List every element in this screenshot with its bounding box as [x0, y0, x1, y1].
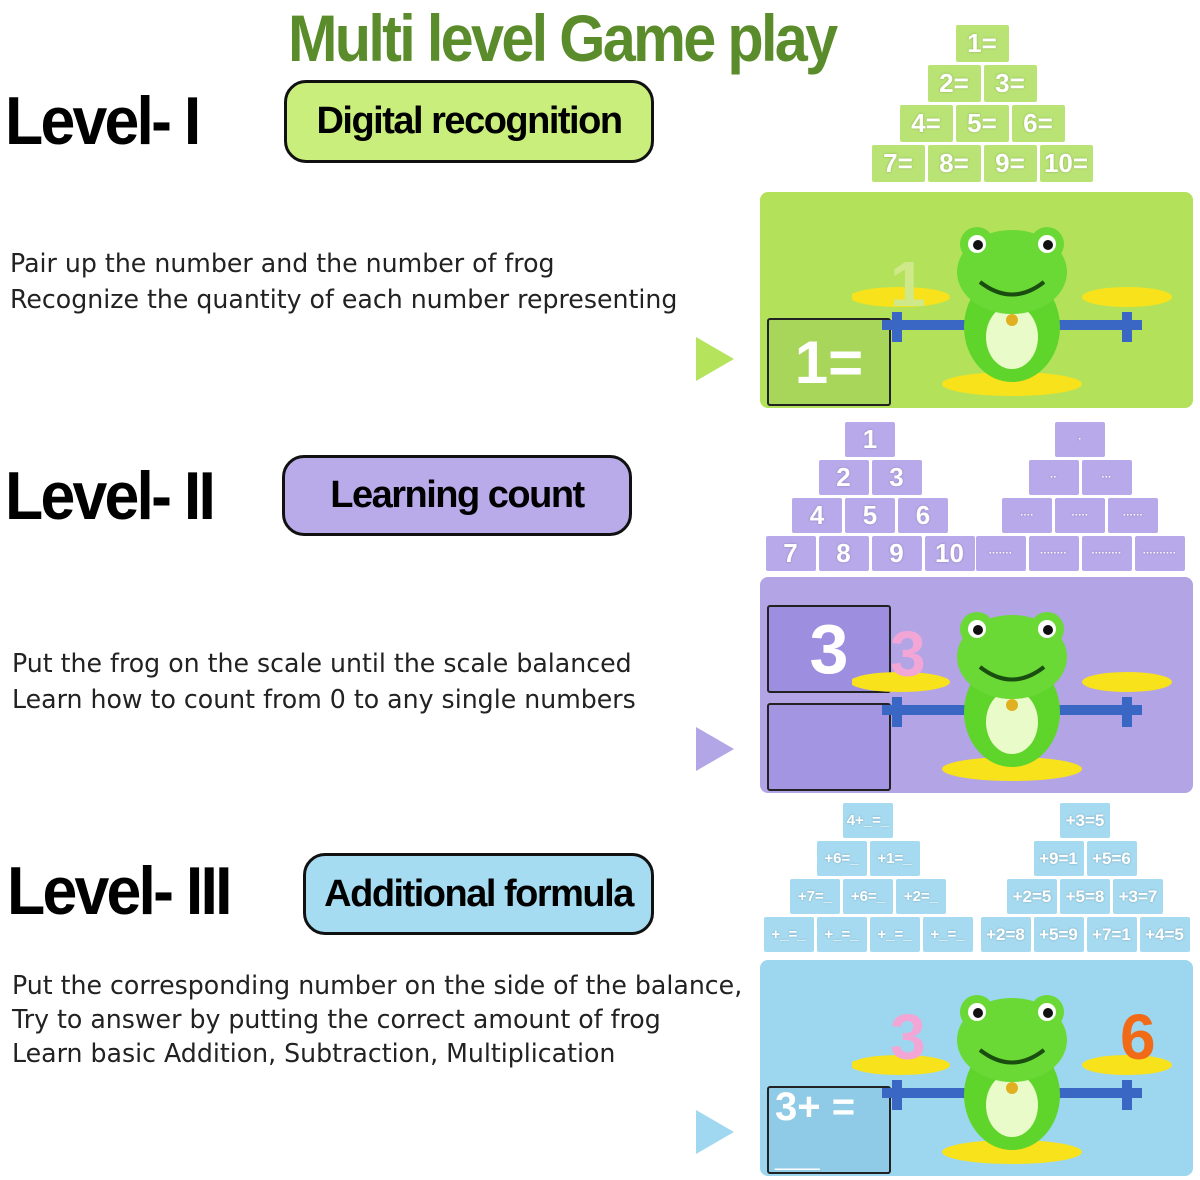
- number-piece: 6: [1120, 1001, 1156, 1073]
- number-card: 2: [818, 460, 869, 495]
- number-card: +2=5: [1007, 879, 1057, 914]
- level-2-description: Put the frog on the scale until the scal…: [12, 646, 655, 718]
- page-title: Multi level Game play: [288, 1, 838, 75]
- number-card: +_=_: [922, 917, 973, 952]
- level-2-frog-card: [767, 703, 891, 791]
- description-line: Try to answer by putting the correct amo…: [12, 1005, 661, 1035]
- number-card: 4=: [899, 105, 953, 142]
- number-card: ·: [1055, 422, 1105, 457]
- level-1-card: 1=: [767, 318, 891, 406]
- description-line: Pair up the number and the number of fro…: [10, 249, 555, 279]
- number-card: 3: [871, 460, 922, 495]
- arrow-right-icon: [696, 337, 734, 381]
- number-card: +6=_: [816, 841, 867, 876]
- level-1-badge: Digital recognition: [284, 80, 654, 163]
- level-2-scale-image: 3 3: [760, 577, 1193, 793]
- number-card: 9=: [983, 145, 1037, 182]
- number-card: 6: [898, 498, 948, 533]
- number-card: +3=7: [1113, 879, 1163, 914]
- number-card: ·······: [975, 536, 1026, 571]
- number-card: 6=: [1011, 105, 1065, 142]
- number-card: 10: [924, 536, 975, 571]
- number-card: 7=: [871, 145, 925, 182]
- number-card: ··········: [1134, 536, 1185, 571]
- number-card: 7: [765, 536, 816, 571]
- number-card: ·········: [1081, 536, 1132, 571]
- number-card: +7=_: [790, 879, 840, 914]
- number-piece: 1: [890, 248, 926, 320]
- number-card: 4+_=_: [843, 803, 893, 838]
- number-card: +6=_: [843, 879, 893, 914]
- number-card: +_=_: [816, 917, 867, 952]
- level-3-scale-image: 3+ = __ 3 6: [760, 960, 1193, 1176]
- number-card: +3=5: [1060, 803, 1110, 838]
- description-line: Learn how to count from 0 to any single …: [12, 685, 636, 715]
- number-card: +4=5: [1139, 917, 1190, 952]
- number-card: +1=_: [869, 841, 920, 876]
- arrow-right-icon: [696, 1110, 734, 1154]
- number-card: 2=: [927, 65, 981, 102]
- level-2-label: Level- II: [5, 458, 216, 534]
- number-card: 8=: [927, 145, 981, 182]
- level-3-card: 3+ = __: [767, 1085, 891, 1174]
- frog-balance-scale: [850, 587, 1192, 791]
- description-line: Put the corresponding number on the side…: [12, 971, 743, 1001]
- number-card: 4: [792, 498, 842, 533]
- number-card: 8: [818, 536, 869, 571]
- number-card: 1=: [955, 25, 1009, 62]
- level-3-badge: Additional formula: [303, 853, 654, 935]
- description-line: Put the frog on the scale until the scal…: [12, 649, 632, 679]
- level-2-badge: Learning count: [282, 455, 632, 536]
- number-piece: 3: [890, 1001, 926, 1073]
- number-card: ··: [1028, 460, 1079, 495]
- number-card: ····: [1002, 498, 1052, 533]
- number-card: +2=8: [980, 917, 1031, 952]
- number-card: 5=: [955, 105, 1009, 142]
- number-card: +_=_: [763, 917, 814, 952]
- number-card: ·····: [1055, 498, 1105, 533]
- number-card: 10=: [1039, 145, 1093, 182]
- number-card: +5=9: [1033, 917, 1084, 952]
- frog-balance-scale: [850, 202, 1192, 406]
- number-card: 3=: [983, 65, 1037, 102]
- description-line: Recognize the quantity of each number re…: [10, 285, 678, 315]
- number-card: ······: [1108, 498, 1158, 533]
- level-3-description: Put the corresponding number on the side…: [12, 969, 765, 1071]
- number-card: +5=6: [1086, 841, 1137, 876]
- level-1-description: Pair up the number and the number of fro…: [10, 246, 698, 318]
- number-card: 5: [845, 498, 895, 533]
- number-piece: 3: [890, 618, 926, 690]
- level-3-label: Level- III: [7, 853, 233, 929]
- number-card: ········: [1028, 536, 1079, 571]
- number-card: 9: [871, 536, 922, 571]
- number-card: +5=8: [1060, 879, 1110, 914]
- arrow-right-icon: [696, 727, 734, 771]
- level-2-number-card: 3: [767, 605, 891, 693]
- number-card: ···: [1081, 460, 1132, 495]
- number-card: +_=_: [869, 917, 920, 952]
- number-card: 1: [845, 422, 895, 457]
- number-card: +9=1: [1033, 841, 1084, 876]
- level-1-label: Level- I: [5, 83, 201, 159]
- frog-balance-scale: [850, 970, 1192, 1174]
- number-card: +7=1: [1086, 917, 1137, 952]
- level-1-scale-image: 1= 1: [760, 192, 1193, 408]
- description-line: Learn basic Addition, Subtraction, Multi…: [12, 1039, 616, 1069]
- number-card: +2=_: [896, 879, 946, 914]
